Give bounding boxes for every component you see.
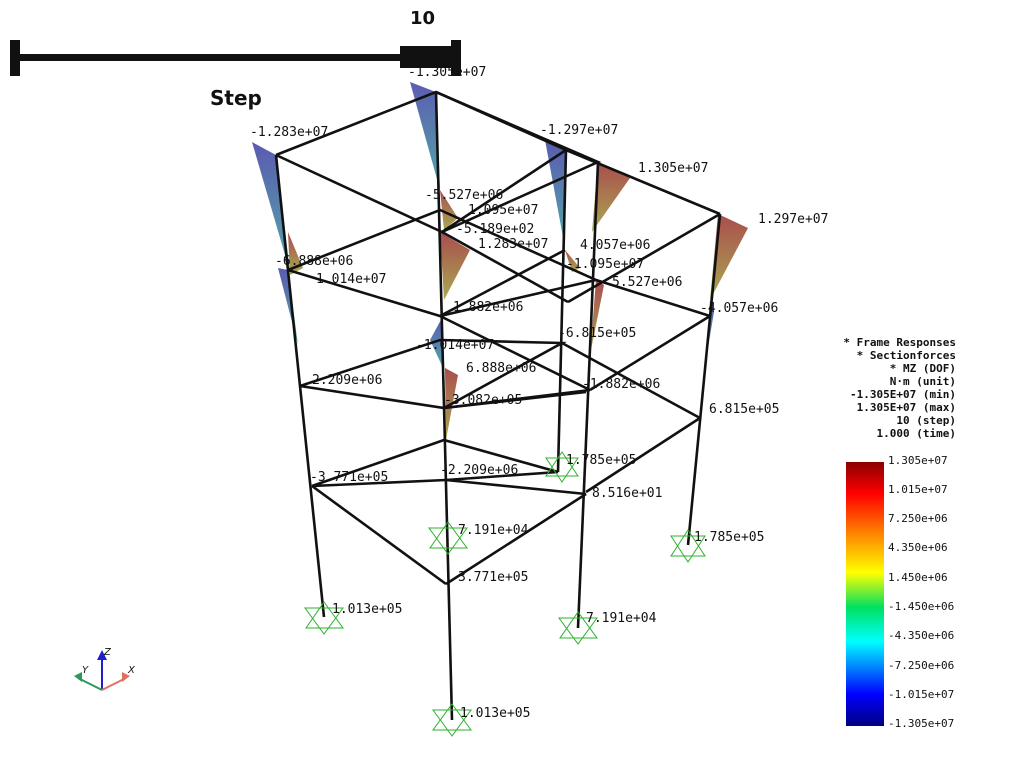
value-label: -3.082e+05: [444, 393, 522, 408]
colorbar-tick: 7.250e+06: [888, 512, 948, 525]
value-label: 7.191e+04: [586, 611, 657, 626]
support-icon: [304, 601, 344, 635]
value-label: -1.882e+06: [582, 377, 660, 392]
value-label: 1.882e+06: [453, 300, 523, 315]
value-label: 8.516e+01: [592, 486, 662, 501]
value-label: 7.191e+04: [458, 523, 529, 538]
frame-members: [274, 90, 722, 721]
support-icon: [558, 611, 598, 645]
step-value: 10: [410, 8, 436, 29]
value-labels: -1.305e+07 -1.283e+07 -1.297e+07 1.305e+…: [250, 65, 828, 721]
value-label: 6.815e+05: [709, 402, 779, 417]
info-line: 10 (step): [896, 414, 956, 427]
value-label: -5.527e+06: [425, 188, 503, 203]
value-label: 5.527e+06: [612, 275, 682, 290]
axis-label-z: Z: [103, 647, 112, 658]
colorbar-tick: -1.015e+07: [888, 688, 955, 701]
value-label: 1.297e+07: [758, 212, 828, 227]
info-line: 1.305E+07 (max): [856, 401, 956, 414]
value-label: 3.771e+05: [458, 570, 528, 585]
support-icon: [428, 521, 468, 555]
info-line: * Frame Responses: [843, 336, 956, 349]
value-label: -1.014e+07: [416, 338, 494, 353]
orientation-axes: Z Y X: [74, 647, 136, 691]
info-line: * Sectionforces: [856, 349, 956, 362]
slider-left-cap: [10, 40, 20, 76]
response-info-panel: * Frame Responses * Sectionforces * MZ (…: [843, 336, 956, 440]
axis-label-x: X: [127, 665, 136, 676]
info-line: 1.000 (time): [876, 427, 956, 440]
info-line: * MZ (DOF): [889, 362, 956, 375]
info-line: -1.305E+07 (min): [850, 388, 956, 401]
colorbar-tick: -1.305e+07: [888, 717, 955, 730]
step-label: Step: [210, 86, 262, 110]
colorbar-tick: 1.015e+07: [888, 483, 948, 496]
value-label: 1.785e+05: [694, 530, 764, 545]
supports: [304, 451, 706, 737]
value-label: -1.095e+07: [566, 257, 644, 272]
value-label: 1.014e+07: [316, 272, 386, 287]
colorbar-tick: 4.350e+06: [888, 541, 948, 554]
value-label: -1.297e+07: [540, 123, 618, 138]
support-icon: [670, 529, 706, 563]
value-label: -6.888e+06: [275, 254, 353, 269]
value-label: 6.888e+06: [466, 361, 536, 376]
value-label: 1.095e+07: [468, 203, 538, 218]
step-slider[interactable]: [10, 40, 461, 76]
value-label: 4.057e+06: [580, 238, 650, 253]
slider-right-cap: [451, 40, 461, 76]
slider-handle[interactable]: [400, 46, 454, 68]
value-label: -6.815e+05: [558, 326, 636, 341]
value-label: 1.283e+07: [478, 237, 548, 252]
support-icon: [545, 451, 579, 483]
value-label: -3.771e+05: [310, 470, 388, 485]
value-label: -2.209e+06: [440, 463, 518, 478]
value-label: -4.057e+06: [700, 301, 778, 316]
value-label: -1.283e+07: [250, 125, 328, 140]
value-label: 1.305e+07: [638, 161, 708, 176]
value-label: -1.305e+07: [408, 65, 486, 80]
colorbar-tick: -4.350e+06: [888, 629, 955, 642]
support-icon: [432, 703, 472, 737]
slider-track[interactable]: [16, 54, 456, 61]
info-line: N·m (unit): [889, 375, 956, 388]
axis-label-y: Y: [82, 665, 89, 676]
value-label: 2.209e+06: [312, 373, 382, 388]
colorbar-tick: 1.305e+07: [888, 454, 948, 467]
value-label: -5.189e+02: [456, 222, 534, 237]
value-label: 1.785e+05: [566, 453, 636, 468]
value-label: 1.013e+05: [460, 706, 530, 721]
value-label: 1.013e+05: [332, 602, 402, 617]
colorbar-tick: -7.250e+06: [888, 659, 955, 672]
colorbar-tick: -1.450e+06: [888, 600, 955, 613]
color-scale-bar: [846, 462, 884, 726]
colorbar-tick: 1.450e+06: [888, 571, 948, 584]
